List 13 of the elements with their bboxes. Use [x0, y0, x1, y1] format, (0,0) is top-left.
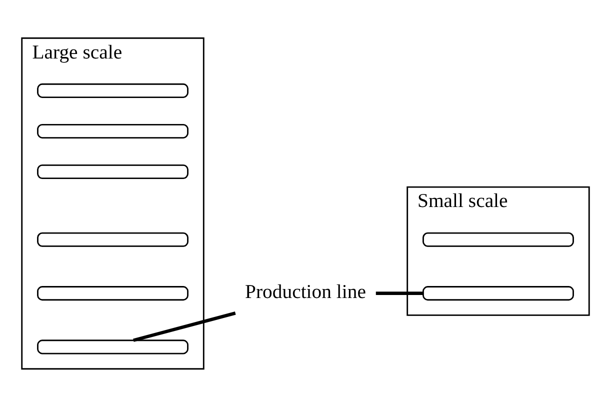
connector [133, 311, 236, 342]
connector [376, 291, 424, 294]
node-cylinder [37, 232, 188, 246]
node-cylinder [422, 286, 574, 300]
node-cylinder [37, 123, 188, 138]
node-cylinder [37, 286, 188, 300]
cluster: Large scale [21, 36, 204, 370]
node-cylinder [422, 232, 574, 246]
cluster: Small scale [406, 186, 590, 316]
node-cylinder [37, 82, 188, 98]
node-text: Production line [245, 280, 366, 303]
node-cylinder [37, 164, 188, 179]
node-cylinder [37, 339, 188, 354]
